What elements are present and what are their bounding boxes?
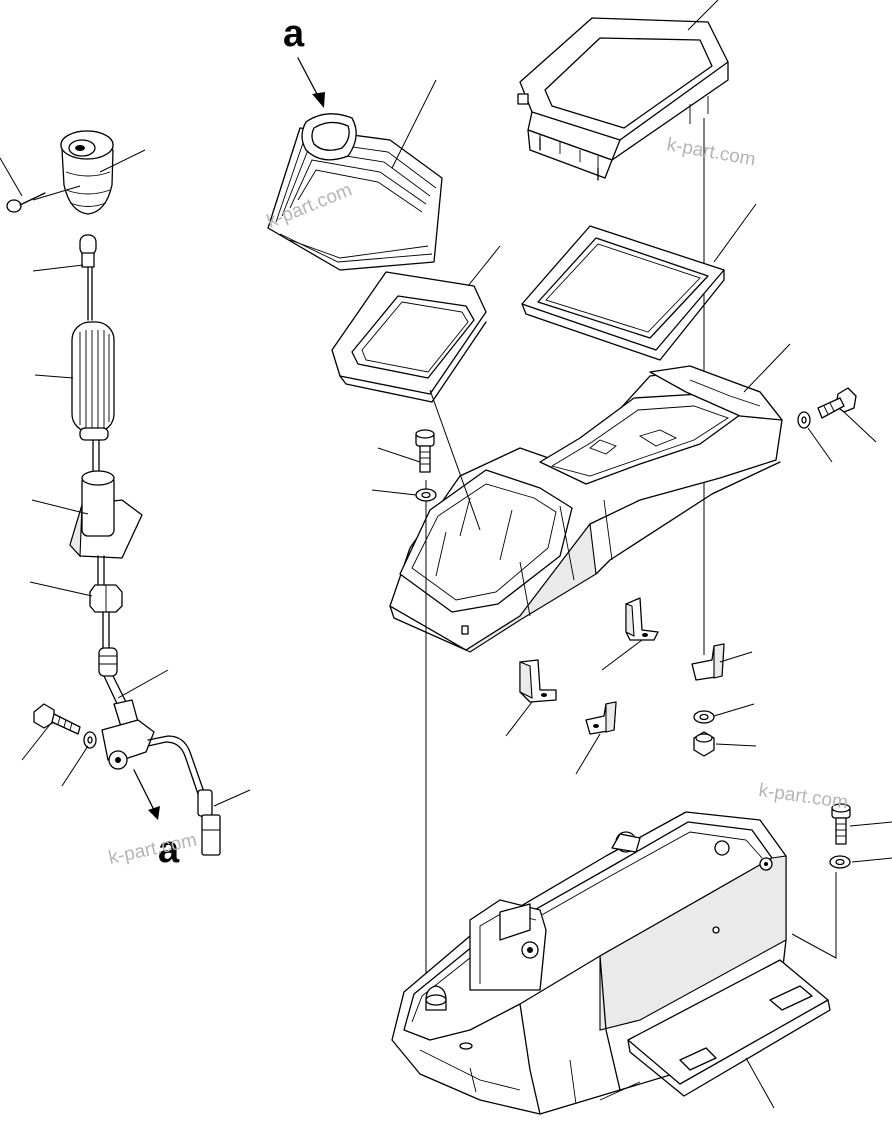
lever-end-cap [79,234,97,321]
view-arrow-top: a [283,13,325,108]
watermark: k-part.com [107,830,199,869]
leader-line [575,733,601,775]
leader-line [117,669,169,699]
leader-line [851,857,892,863]
watermark: k-part.com [665,134,757,170]
leader-line [687,0,719,31]
leader-line [391,79,437,169]
leader-line [0,157,23,197]
lever-nut [89,584,123,649]
leader-line [371,489,417,496]
bracket-left [519,659,557,703]
leader-line [505,701,533,737]
leader-line [807,427,833,463]
bracket-right [625,597,659,641]
leader-line [29,581,93,597]
leader-line [61,745,89,787]
bracket-middle [585,701,617,735]
leader-line [34,374,74,379]
leader-line [715,743,757,747]
lever-knob [60,130,114,215]
axis-nut [693,731,715,757]
lever-grip [71,321,115,479]
cover-washer [415,488,437,502]
side-washer [83,731,97,749]
leader-line [713,703,755,717]
side-bolt [33,703,81,735]
leader-line [99,149,146,173]
leader-line [743,343,791,393]
watermark: k-part.com [757,780,849,813]
leader-line [849,821,892,827]
lever-boot-base [69,470,143,591]
base-housing [391,811,831,1115]
leader-line [377,447,421,463]
leader-line [713,203,757,263]
leader-line [213,789,251,807]
knob-screw [6,192,46,213]
base-washer [829,855,851,869]
view-label-bottom: a [158,829,180,871]
connector-plug [197,789,221,856]
leader-line [601,639,643,671]
bracket-axis [691,643,725,681]
view-arrow-bottom: a [133,769,180,871]
lever-shaft-joint [98,647,205,795]
leader-line [719,651,753,663]
cover-bolt [415,429,435,473]
leader-line [21,721,53,761]
base-bolt [831,803,851,845]
leader-line [429,389,481,531]
leader-line [467,245,501,287]
right-washer [797,411,811,429]
panel-gasket [521,225,725,361]
axis-washer [693,710,715,724]
assembly-axis-line [791,872,837,959]
right-bolt [817,387,857,419]
monitor-panel [517,17,729,181]
leader-line [31,499,89,515]
console-cover [389,365,783,653]
leader-line [32,264,84,272]
view-label-top: a [283,13,305,55]
leader-line [843,411,877,443]
boot-frame [331,271,487,403]
leader-line [745,1057,775,1109]
leader-line [32,185,81,201]
rubber-boot [267,113,443,271]
